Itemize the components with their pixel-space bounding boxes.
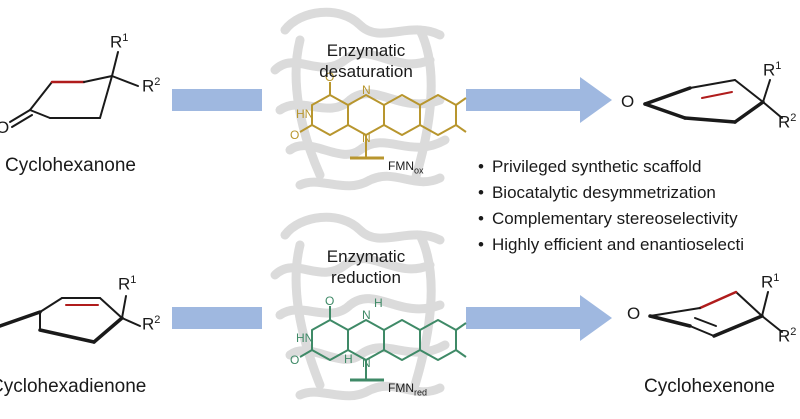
flavin-red-nh-label: HN	[296, 331, 314, 345]
enzyme-label-line-1: Enzymatic	[326, 247, 406, 266]
enone-product-top-structure	[643, 79, 783, 124]
flavin-reduced-structure	[299, 306, 467, 382]
arrow-top-right	[466, 77, 612, 123]
flavin-red-oxygen-lower: O	[290, 353, 300, 367]
substrate-name-bottom: Cyclohexadienone	[0, 376, 147, 397]
feature-list: Privileged synthetic scaffold Biocatalyt…	[478, 154, 744, 258]
feature-item: Complementary stereoselectivity	[478, 206, 744, 232]
enzyme-label-desaturation: Enzymatic desaturation	[296, 40, 436, 82]
enzyme-label-line-1: Enzymatic	[326, 41, 406, 60]
flavin-red-oxygen-upper: O	[325, 294, 335, 308]
cyclohexanone-structure	[9, 51, 139, 128]
flavin-ox-oxygen-lower: O	[290, 128, 300, 142]
flavin-red-h-upper: H	[374, 296, 383, 310]
r1-label-bottom-left: R1	[118, 274, 137, 294]
r1-label-top-right: R1	[763, 60, 782, 80]
flavin-ox-nh-label: HN	[296, 107, 314, 121]
r2-label-bottom-right: R2	[778, 326, 797, 346]
substrate-name-top: Cyclohexanone	[5, 155, 136, 176]
feature-item: Highly efficient and enantioselecti	[478, 232, 744, 258]
feature-item: Privileged synthetic scaffold	[478, 154, 744, 180]
oxygen-label-bottom-right: O	[627, 304, 641, 323]
protein-structure-top	[270, 7, 450, 191]
enzyme-label-reduction: Enzymatic reduction	[296, 246, 436, 288]
fmn-red-label: FMNred	[388, 381, 428, 398]
arrow-bottom-right	[466, 295, 612, 341]
feature-item: Biocatalytic desymmetrization	[478, 180, 744, 206]
flavin-ox-n-lower: N	[362, 131, 371, 145]
flavin-ox-n-upper: N	[362, 83, 371, 97]
r1-label-top-left: R1	[110, 32, 129, 52]
enzyme-label-line-2: desaturation	[319, 62, 413, 81]
flavin-ox-oxygen-upper: O	[325, 70, 335, 84]
r2-label-bottom-left: R2	[142, 314, 161, 334]
r1-label-bottom-right: R1	[761, 272, 780, 292]
arrow-bottom-left	[172, 307, 262, 329]
flavin-oxidized-structure	[299, 82, 467, 160]
enzyme-label-line-2: reduction	[331, 268, 401, 287]
protein-structure-bottom	[270, 212, 450, 401]
fmn-ox-label: FMNox	[388, 159, 424, 176]
reaction-arrows	[172, 77, 612, 341]
oxygen-label-top-left: O	[0, 118, 10, 137]
r2-label-top-left: R2	[142, 76, 161, 96]
cyclohexadienone-structure	[0, 295, 141, 344]
arrow-top-left	[172, 89, 262, 111]
r2-label-top-right: R2	[778, 112, 797, 132]
flavin-red-n-upper: N	[362, 308, 371, 322]
product-name-bottom: Cyclohexenone	[644, 376, 775, 397]
oxygen-label-top-right: O	[621, 92, 635, 111]
cyclohexenone-product-structure	[648, 290, 783, 338]
flavin-red-h-lower: H	[344, 352, 353, 366]
flavin-red-n-lower: N	[362, 356, 371, 370]
